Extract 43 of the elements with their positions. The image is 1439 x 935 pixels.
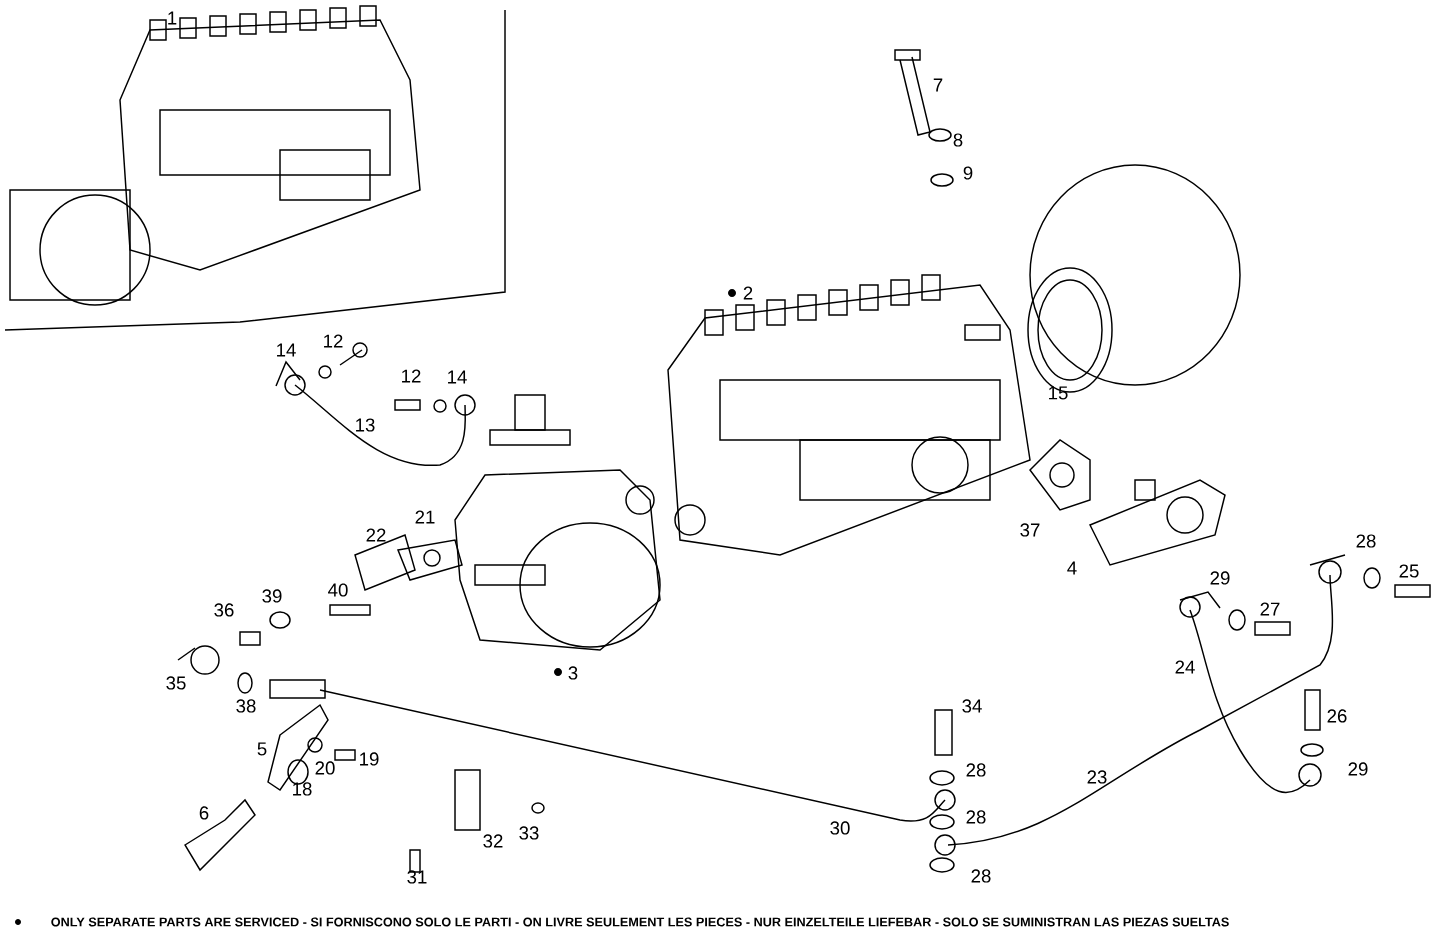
callout-number: 34 [962,699,982,713]
callout-number: 21 [415,510,435,524]
callout-number: 14 [277,343,296,357]
callout-number: 39 [262,589,282,603]
callout-number: 13 [356,418,375,432]
callout-number: 28 [1356,534,1376,548]
callout-number: 4 [1067,561,1077,575]
callout-number: 9 [963,166,973,180]
callout-number: 14 [448,370,467,384]
callout-number: 22 [366,528,386,542]
callout-number: 12 [402,369,421,383]
callout-number: 36 [214,603,234,617]
callout-number: 19 [360,752,379,766]
callout-number: 24 [1175,660,1195,674]
callout-number: 6 [199,806,209,820]
callout-number: 29 [1210,571,1230,585]
callout-number: 37 [1020,523,1040,537]
callout-number: 3 [568,666,578,680]
callout-number: 7 [933,78,943,92]
callout-number: 32 [483,834,503,848]
callout-number: 25 [1399,564,1419,578]
callout-number: 35 [166,676,186,690]
callout-number: 28 [966,810,986,824]
callout-number: 15 [1049,386,1068,400]
callout-number: 28 [966,763,986,777]
caption: ONLY SEPARATE PARTS ARE SERVICED - SI FORNISCONO SOLO LE PARTI - ON LIVRE SEULEMENT LES PIECES - NUR EINZELTEILE LIEFEBAR - SOLO SE SUMINISTRAN LAS PIEZAS SUELTAS [51,917,1229,927]
callout-number: 33 [519,826,539,840]
callout-number: 18 [293,782,312,796]
callout-number: 28 [971,869,991,883]
callout-number: 38 [236,699,256,713]
callout-number: 27 [1260,602,1280,616]
callout-number: 12 [324,334,343,348]
callout-number: 23 [1087,770,1107,784]
callout-number: 26 [1327,709,1347,723]
callout-number: 20 [315,761,335,775]
callout-number: 1 [168,11,177,25]
callout-number: 5 [257,742,267,756]
callout-number: 40 [328,583,348,597]
callout-number: 8 [953,133,963,147]
callout-number: 29 [1348,762,1368,776]
callout-number: 2 [743,286,753,300]
callout-number: 30 [830,821,850,835]
callout-number: 31 [407,870,427,884]
